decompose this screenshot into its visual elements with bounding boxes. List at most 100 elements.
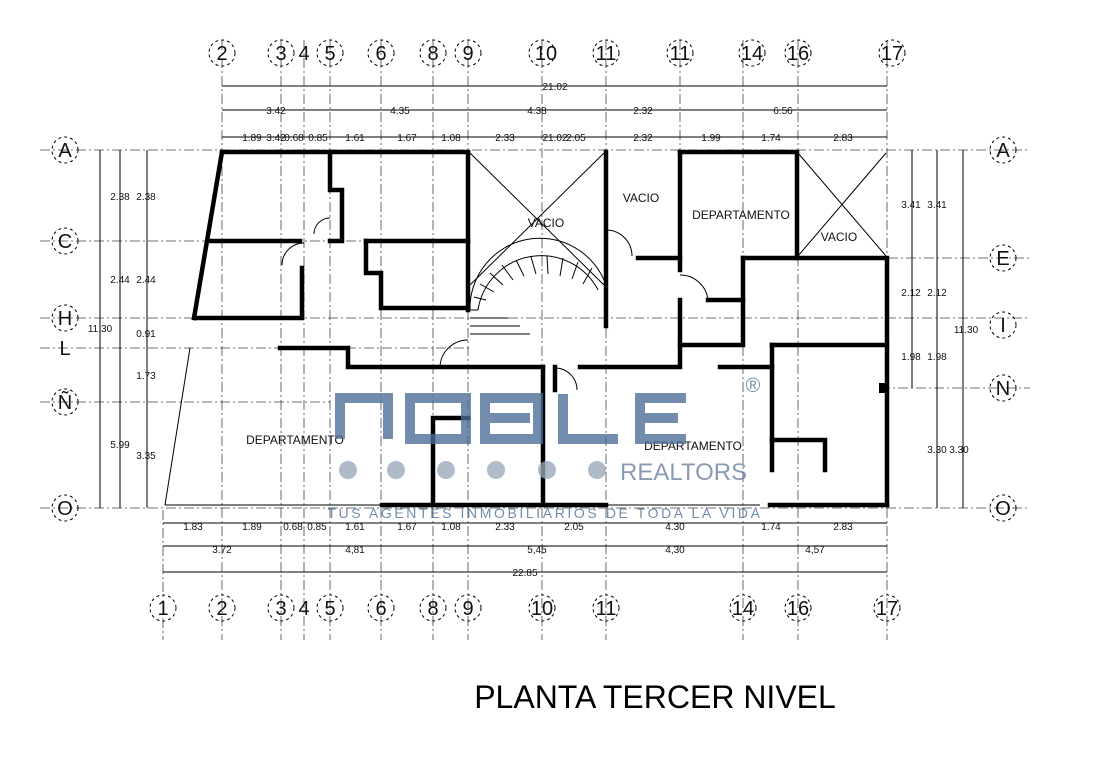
grid-label-top: 14 bbox=[741, 43, 763, 65]
grid-label-top: 17 bbox=[881, 43, 903, 65]
grid-label-top: 8 bbox=[427, 43, 438, 65]
dim-label: 3.72 bbox=[212, 545, 232, 556]
dim-label: 5,45 bbox=[527, 545, 547, 556]
dim-label: 4.38 bbox=[527, 106, 547, 117]
dim-label: 3.30 bbox=[949, 445, 969, 456]
dim-label: 2.05 bbox=[564, 522, 584, 533]
grid-label-left: A bbox=[58, 140, 72, 162]
dim-label: 2.12 bbox=[901, 288, 921, 299]
grid-labels-left: A C H L Ñ O bbox=[51, 136, 79, 522]
dim-label: 2.12 bbox=[927, 288, 947, 299]
grid-label-top: 3 bbox=[275, 43, 286, 65]
grid-label-top: 2 bbox=[216, 43, 227, 65]
dim-label: 1.74 bbox=[761, 133, 781, 144]
watermark-subtitle: REALTORS bbox=[620, 459, 747, 486]
grid-label-left: H bbox=[58, 308, 72, 330]
grid-label-right: E bbox=[996, 248, 1009, 270]
dim-label: 2.83 bbox=[833, 133, 853, 144]
watermark-registered: ® bbox=[746, 375, 761, 397]
grid-label-bottom: 1 bbox=[157, 598, 168, 620]
grid-labels-bottom: 1 2 3 4 5 6 8 9 10 11 14 16 17 bbox=[149, 594, 901, 622]
room-label-departamento: DEPARTAMENTO bbox=[246, 433, 344, 447]
dim-label: 1.61 bbox=[345, 522, 365, 533]
dim-label: 1.89 bbox=[242, 133, 262, 144]
dim-label: 2.38 bbox=[110, 192, 130, 203]
grid-label-top: 11 bbox=[596, 43, 617, 65]
dim-label: 0.85 bbox=[307, 522, 327, 533]
dim-label: 2.32 bbox=[633, 106, 653, 117]
room-labels: VACIO VACIO VACIO DEPARTAMENTO DEPARTAME… bbox=[246, 191, 857, 453]
grid-label-bottom: 16 bbox=[787, 598, 809, 620]
grid-label-left: O bbox=[57, 498, 73, 520]
dim-label: 2.38 bbox=[136, 192, 156, 203]
grid-label-left: L bbox=[59, 338, 70, 360]
grid-label-top: 5 bbox=[324, 43, 335, 65]
staircase bbox=[469, 237, 607, 335]
dim-label: 2.33 bbox=[495, 133, 515, 144]
watermark-logo bbox=[335, 393, 686, 444]
dim-label: 3.30 bbox=[927, 445, 947, 456]
lower-outline bbox=[164, 347, 760, 506]
horizontal-axes bbox=[40, 149, 1030, 509]
dim-label: 2.44 bbox=[136, 275, 156, 286]
dim-label: 0.68 bbox=[283, 522, 303, 533]
grid-labels-top: 2 3 4 5 6 8 9 10 11 11 14 16 17 bbox=[208, 39, 906, 67]
void-markings bbox=[469, 152, 887, 286]
dim-label: 2.44 bbox=[110, 275, 130, 286]
walls bbox=[191, 149, 890, 508]
grid-label-bottom: 17 bbox=[876, 598, 898, 620]
dim-label: 0.68 bbox=[284, 133, 304, 144]
grid-label-bottom: 10 bbox=[531, 598, 553, 620]
dim-label: 1.98 bbox=[901, 352, 921, 363]
dim-label: 4.30 bbox=[665, 522, 685, 533]
grid-label-left: Ñ bbox=[58, 390, 72, 414]
dim-label: 0.85 bbox=[308, 133, 328, 144]
dim-label: 1.74 bbox=[761, 522, 781, 533]
grid-label-bottom: 14 bbox=[732, 598, 754, 620]
dim-label: 1.67 bbox=[397, 522, 417, 533]
grid-label-bottom: 3 bbox=[275, 598, 286, 620]
dim-label: 3.35 bbox=[136, 451, 156, 462]
grid-label-bottom: 11 bbox=[596, 598, 617, 620]
grid-label-right: A bbox=[996, 140, 1010, 162]
plan-title: PLANTA TERCER NIVEL bbox=[474, 679, 836, 715]
room-label-vacio: VACIO bbox=[821, 230, 857, 244]
dim-top-total: 21.02 bbox=[542, 82, 567, 93]
dim-label: 3.41 bbox=[901, 200, 921, 211]
dim-label: 11.30 bbox=[88, 324, 113, 335]
dimensions-top: 21.02 3.42 4.35 4.38 2.32 6.56 1.89 3.42… bbox=[222, 82, 887, 144]
grid-label-bottom: 2 bbox=[216, 598, 227, 620]
grid-label-top: 9 bbox=[462, 43, 473, 65]
grid-label-bottom: 4 bbox=[298, 598, 309, 620]
grid-label-right: I bbox=[1000, 315, 1006, 337]
grid-label-top: 10 bbox=[535, 43, 557, 65]
dim-label: 2.05 bbox=[566, 133, 586, 144]
dim-label: 1.08 bbox=[441, 133, 461, 144]
room-label-departamento: DEPARTAMENTO bbox=[692, 208, 790, 222]
dim-label: 0.91 bbox=[136, 329, 156, 340]
dim-label: 4,81 bbox=[345, 545, 365, 556]
vertical-axes bbox=[162, 40, 888, 640]
dim-label: 4,30 bbox=[665, 545, 685, 556]
dim-label: 2.83 bbox=[833, 522, 853, 533]
grid-label-bottom: 8 bbox=[427, 598, 438, 620]
watermark: ® REALTORS TUS AGENTES INMOBILIARIOS DE … bbox=[327, 375, 762, 521]
dimensions-left: 11.30 2.38 2.44 5.99 2.38 2.44 0.91 1.73… bbox=[88, 150, 156, 508]
watermark-tagline: TUS AGENTES INMOBILIARIOS DE TODA LA VID… bbox=[327, 505, 762, 521]
dim-label: 11.30 bbox=[954, 325, 979, 336]
dim-label: 21.02 bbox=[542, 133, 567, 144]
dim-label: 1.67 bbox=[397, 133, 417, 144]
grid-label-right: O bbox=[995, 498, 1011, 520]
dim-label: 3.41 bbox=[927, 200, 947, 211]
dim-label: 1.08 bbox=[441, 522, 461, 533]
dim-label: 4,57 bbox=[805, 545, 825, 556]
dim-label: 2.32 bbox=[633, 133, 653, 144]
dimensions-right: 3.41 3.41 2.12 2.12 11.30 1.98 1.98 3.30… bbox=[901, 150, 979, 508]
dim-label: 4.35 bbox=[390, 106, 410, 117]
grid-labels-right: A E I N O bbox=[989, 136, 1017, 522]
dim-label: 1.89 bbox=[242, 522, 262, 533]
grid-label-right: N bbox=[996, 378, 1010, 400]
dim-label: 6.56 bbox=[773, 106, 793, 117]
door-swings bbox=[281, 217, 709, 391]
